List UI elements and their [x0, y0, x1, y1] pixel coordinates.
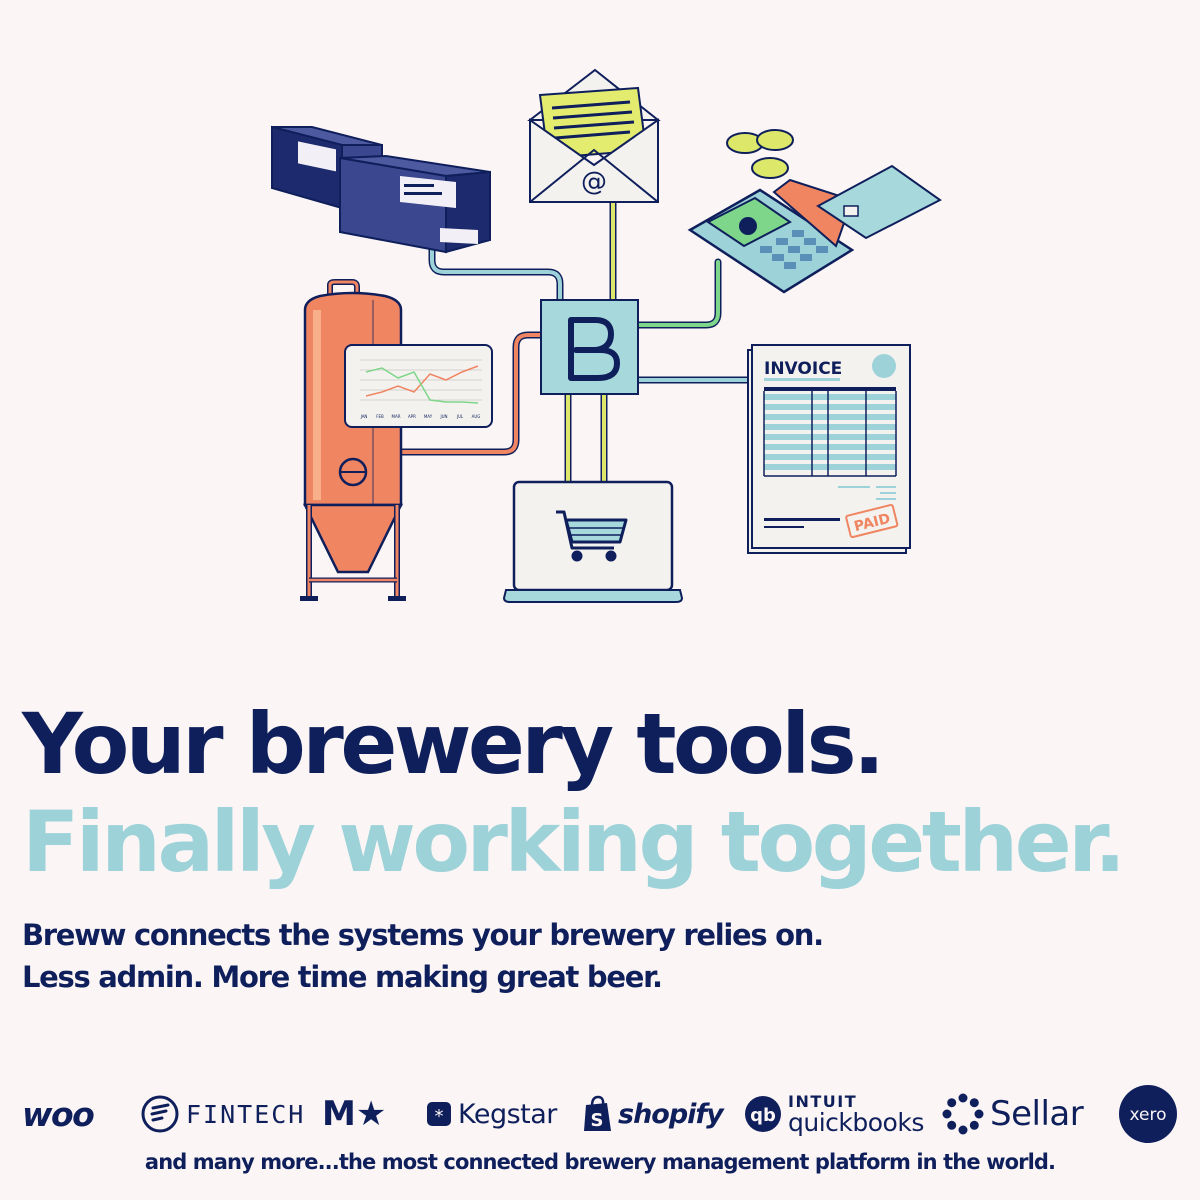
laptop-shop-icon: [502, 480, 684, 603]
connector-payment: [634, 258, 722, 329]
subtext-line-1: Breww connects the systems your brewery …: [22, 918, 824, 952]
chart-month: JAN: [360, 414, 368, 419]
kegstar-icon: *: [427, 1102, 451, 1127]
xero-logo: xero: [1118, 1085, 1178, 1143]
chart-month: MAY: [424, 414, 433, 419]
invoice-title: INVOICE: [764, 359, 842, 379]
woo-logo: woo: [22, 1088, 95, 1140]
woo-logo-text: woo: [22, 1094, 95, 1134]
sellar-logo-text: Sellar: [990, 1094, 1084, 1134]
fintech-logo-text: FINTECH: [186, 1099, 306, 1129]
svg-text:*: *: [435, 1106, 444, 1127]
chart-month: JUL: [456, 414, 464, 419]
cart-icon: [556, 510, 628, 562]
quickbooks-logo-text: quickbooks: [788, 1107, 924, 1137]
chart-month: AUG: [472, 414, 481, 419]
chart-month: FEB: [376, 414, 384, 419]
breww-hub: [540, 299, 639, 395]
email-envelope-icon: @: [527, 68, 661, 203]
headline-line-2: Finally working together.: [22, 793, 1126, 891]
shopify-bag-icon: S: [584, 1095, 611, 1131]
xero-icon: xero: [1119, 1085, 1177, 1143]
mstar-logo: M★: [322, 1088, 386, 1140]
quickbooks-logo: qb INTUIT quickbooks: [744, 1088, 924, 1140]
chart-card-icon: JAN FEB MAR APR MAY JUN JUL AUG: [344, 344, 493, 428]
shopify-logo-text: shopify: [618, 1098, 724, 1130]
kegstar-logo-text: Kegstar: [458, 1098, 557, 1130]
fermentation-tank-icon: [300, 279, 406, 601]
svg-text:qb: qb: [750, 1105, 776, 1126]
headline-line-1: Your brewery tools.: [22, 695, 885, 793]
breww-b-icon: [568, 317, 620, 381]
quickbooks-icon: qb: [745, 1096, 781, 1132]
mstar-logo-text: M★: [322, 1094, 387, 1134]
connector-lines: [398, 196, 752, 488]
chart-month: APR: [408, 414, 416, 419]
chart-month: JUN: [439, 414, 447, 419]
kegstar-logo: * Kegstar: [426, 1088, 557, 1140]
payment-terminal-icon: [687, 129, 942, 294]
subtext-line-2: Less admin. More time making great beer.: [22, 960, 663, 994]
fintech-logo: FINTECH: [140, 1088, 305, 1140]
svg-text:xero: xero: [1129, 1105, 1166, 1125]
shipping-boxes-icon: [271, 125, 491, 254]
chart-month: MAR: [392, 414, 401, 419]
at-symbol: @: [581, 167, 607, 197]
integration-illustration: @: [271, 68, 942, 603]
footer-tagline: and many more...the most connected brewe…: [144, 1150, 1056, 1174]
shopify-logo: S shopify: [582, 1088, 724, 1140]
svg-text:S: S: [591, 1110, 604, 1131]
sellar-logo: Sellar: [942, 1088, 1084, 1140]
sellar-icon: [942, 1093, 984, 1135]
quickbooks-logo-intuit: INTUIT: [788, 1091, 858, 1111]
invoice-icon: INVOICE PAID: [747, 344, 911, 554]
fintech-icon: [141, 1095, 179, 1133]
